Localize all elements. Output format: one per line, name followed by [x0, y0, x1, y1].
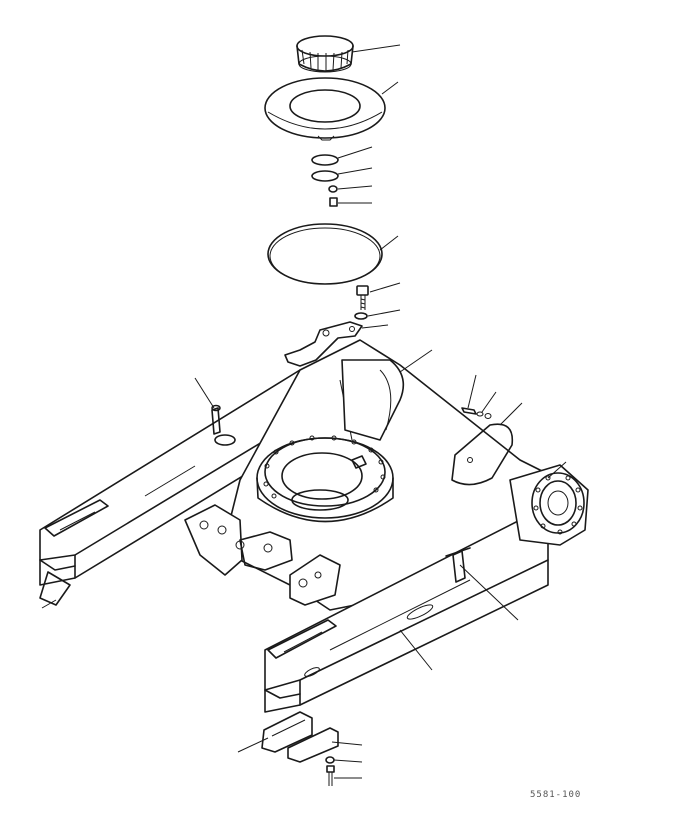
shim-gasket-part [311, 154, 339, 182]
lock-washer-part [354, 312, 368, 320]
bolt-part-small [329, 197, 338, 207]
bracket-clamp-part [284, 321, 363, 367]
cover-bolt-part [461, 407, 492, 419]
bottom-guard-part-2 [287, 727, 339, 763]
track-frame-main [39, 339, 589, 713]
side-cover-plate-part [451, 423, 514, 486]
ring-bolt-holes [263, 435, 386, 499]
bolt-part [356, 285, 369, 310]
cover-plate-part [264, 77, 386, 141]
large-o-ring-part [267, 223, 383, 285]
leader-lines [41, 44, 567, 779]
bottom-guard-part [261, 711, 313, 753]
bottom-washer-part [325, 756, 335, 764]
seal-ring-part [296, 35, 354, 73]
drawing-code-label: 5581-100 [530, 790, 582, 800]
bottom-bolt-part [326, 765, 335, 786]
washer-part [328, 185, 338, 193]
